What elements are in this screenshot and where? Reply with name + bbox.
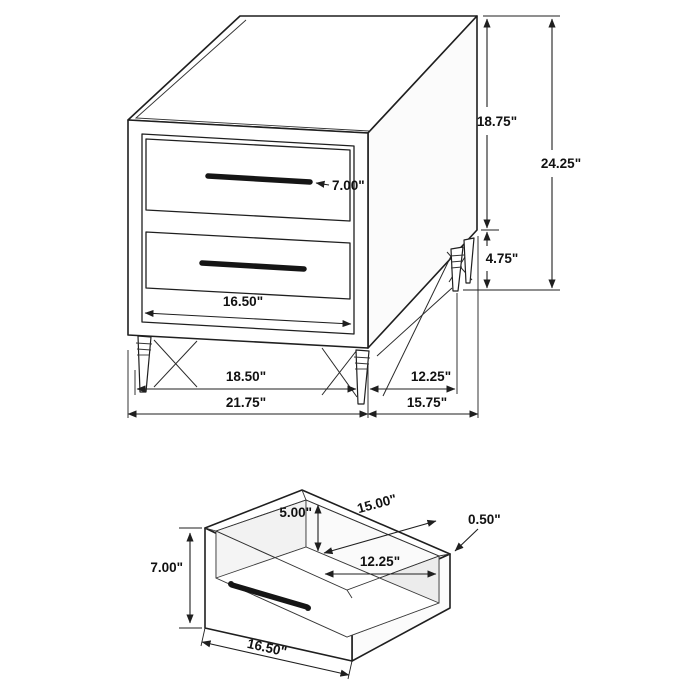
dim-case-height: 18.75": [477, 18, 517, 229]
dim-drawer-interior-height: 5.00": [279, 504, 322, 552]
drawer-floor: [215, 546, 440, 638]
dim-drawer-interior-width-label: 15.00": [355, 491, 398, 516]
dim-front-leg-spacing-label: 18.50": [226, 369, 266, 384]
dim-drawer-front-height: 7.00": [315, 178, 365, 193]
dim-case-height-label: 18.75": [477, 114, 517, 129]
dim-depth-leg-spacing-label: 12.25": [411, 369, 451, 384]
drawer-drawing: 7.00" 5.00" 15.00" 12.25" 0.50" 16.50": [150, 489, 501, 680]
handle-knob-right: [305, 605, 311, 611]
dim-leg-height-label: 4.75": [486, 251, 519, 266]
dim-drawer-interior-depth-label: 12.25": [360, 554, 400, 569]
dim-drawer-width: 16.50": [144, 294, 352, 328]
dim-overall-height-label: 24.25": [541, 156, 581, 171]
nightstand-drawing: 7.00" 16.50" 18.75" 24.25" 4.75" 18.50": [127, 15, 581, 418]
dim-overall-width-label: 21.75": [226, 395, 266, 410]
leg-side-right: [450, 246, 464, 292]
tabletop-bevel-line: [134, 19, 370, 132]
drawer-handle: [228, 581, 311, 611]
dim-drawer-front-height-label: 7.00": [332, 178, 365, 193]
dim-drawer-wall-thickness: 0.50": [454, 512, 501, 552]
dim-drawer-wall-thickness-label: 0.50": [468, 512, 501, 527]
drawer-2-handle: [199, 260, 307, 272]
leg-front-left: [137, 335, 152, 393]
dim-drawer-interior-height-label: 5.00": [279, 505, 312, 520]
dim-depth-leg-spacing: 12.25": [369, 369, 456, 393]
drawer-1-handle: [205, 173, 313, 185]
dim-front-leg-spacing: 18.50": [136, 369, 357, 393]
dim-overall-height: 24.25": [541, 18, 581, 289]
dim-drawer-box-front-height-label: 7.00": [150, 560, 183, 575]
dim-overall-depth-label: 15.75": [407, 395, 447, 410]
dim-drawer-interior-depth: 12.25": [324, 554, 437, 578]
dim-drawer-width-label: 16.50": [223, 294, 263, 309]
leg-coil-details: [135, 254, 465, 370]
dim-leg-height: 4.75": [483, 231, 519, 289]
handle-knob-left: [228, 581, 234, 587]
dim-overall-width: 21.75": [127, 395, 369, 418]
leg-back-right: [463, 237, 475, 284]
dim-overall-depth: 15.75": [367, 395, 479, 418]
dim-drawer-box-front-height: 7.00": [150, 527, 202, 629]
